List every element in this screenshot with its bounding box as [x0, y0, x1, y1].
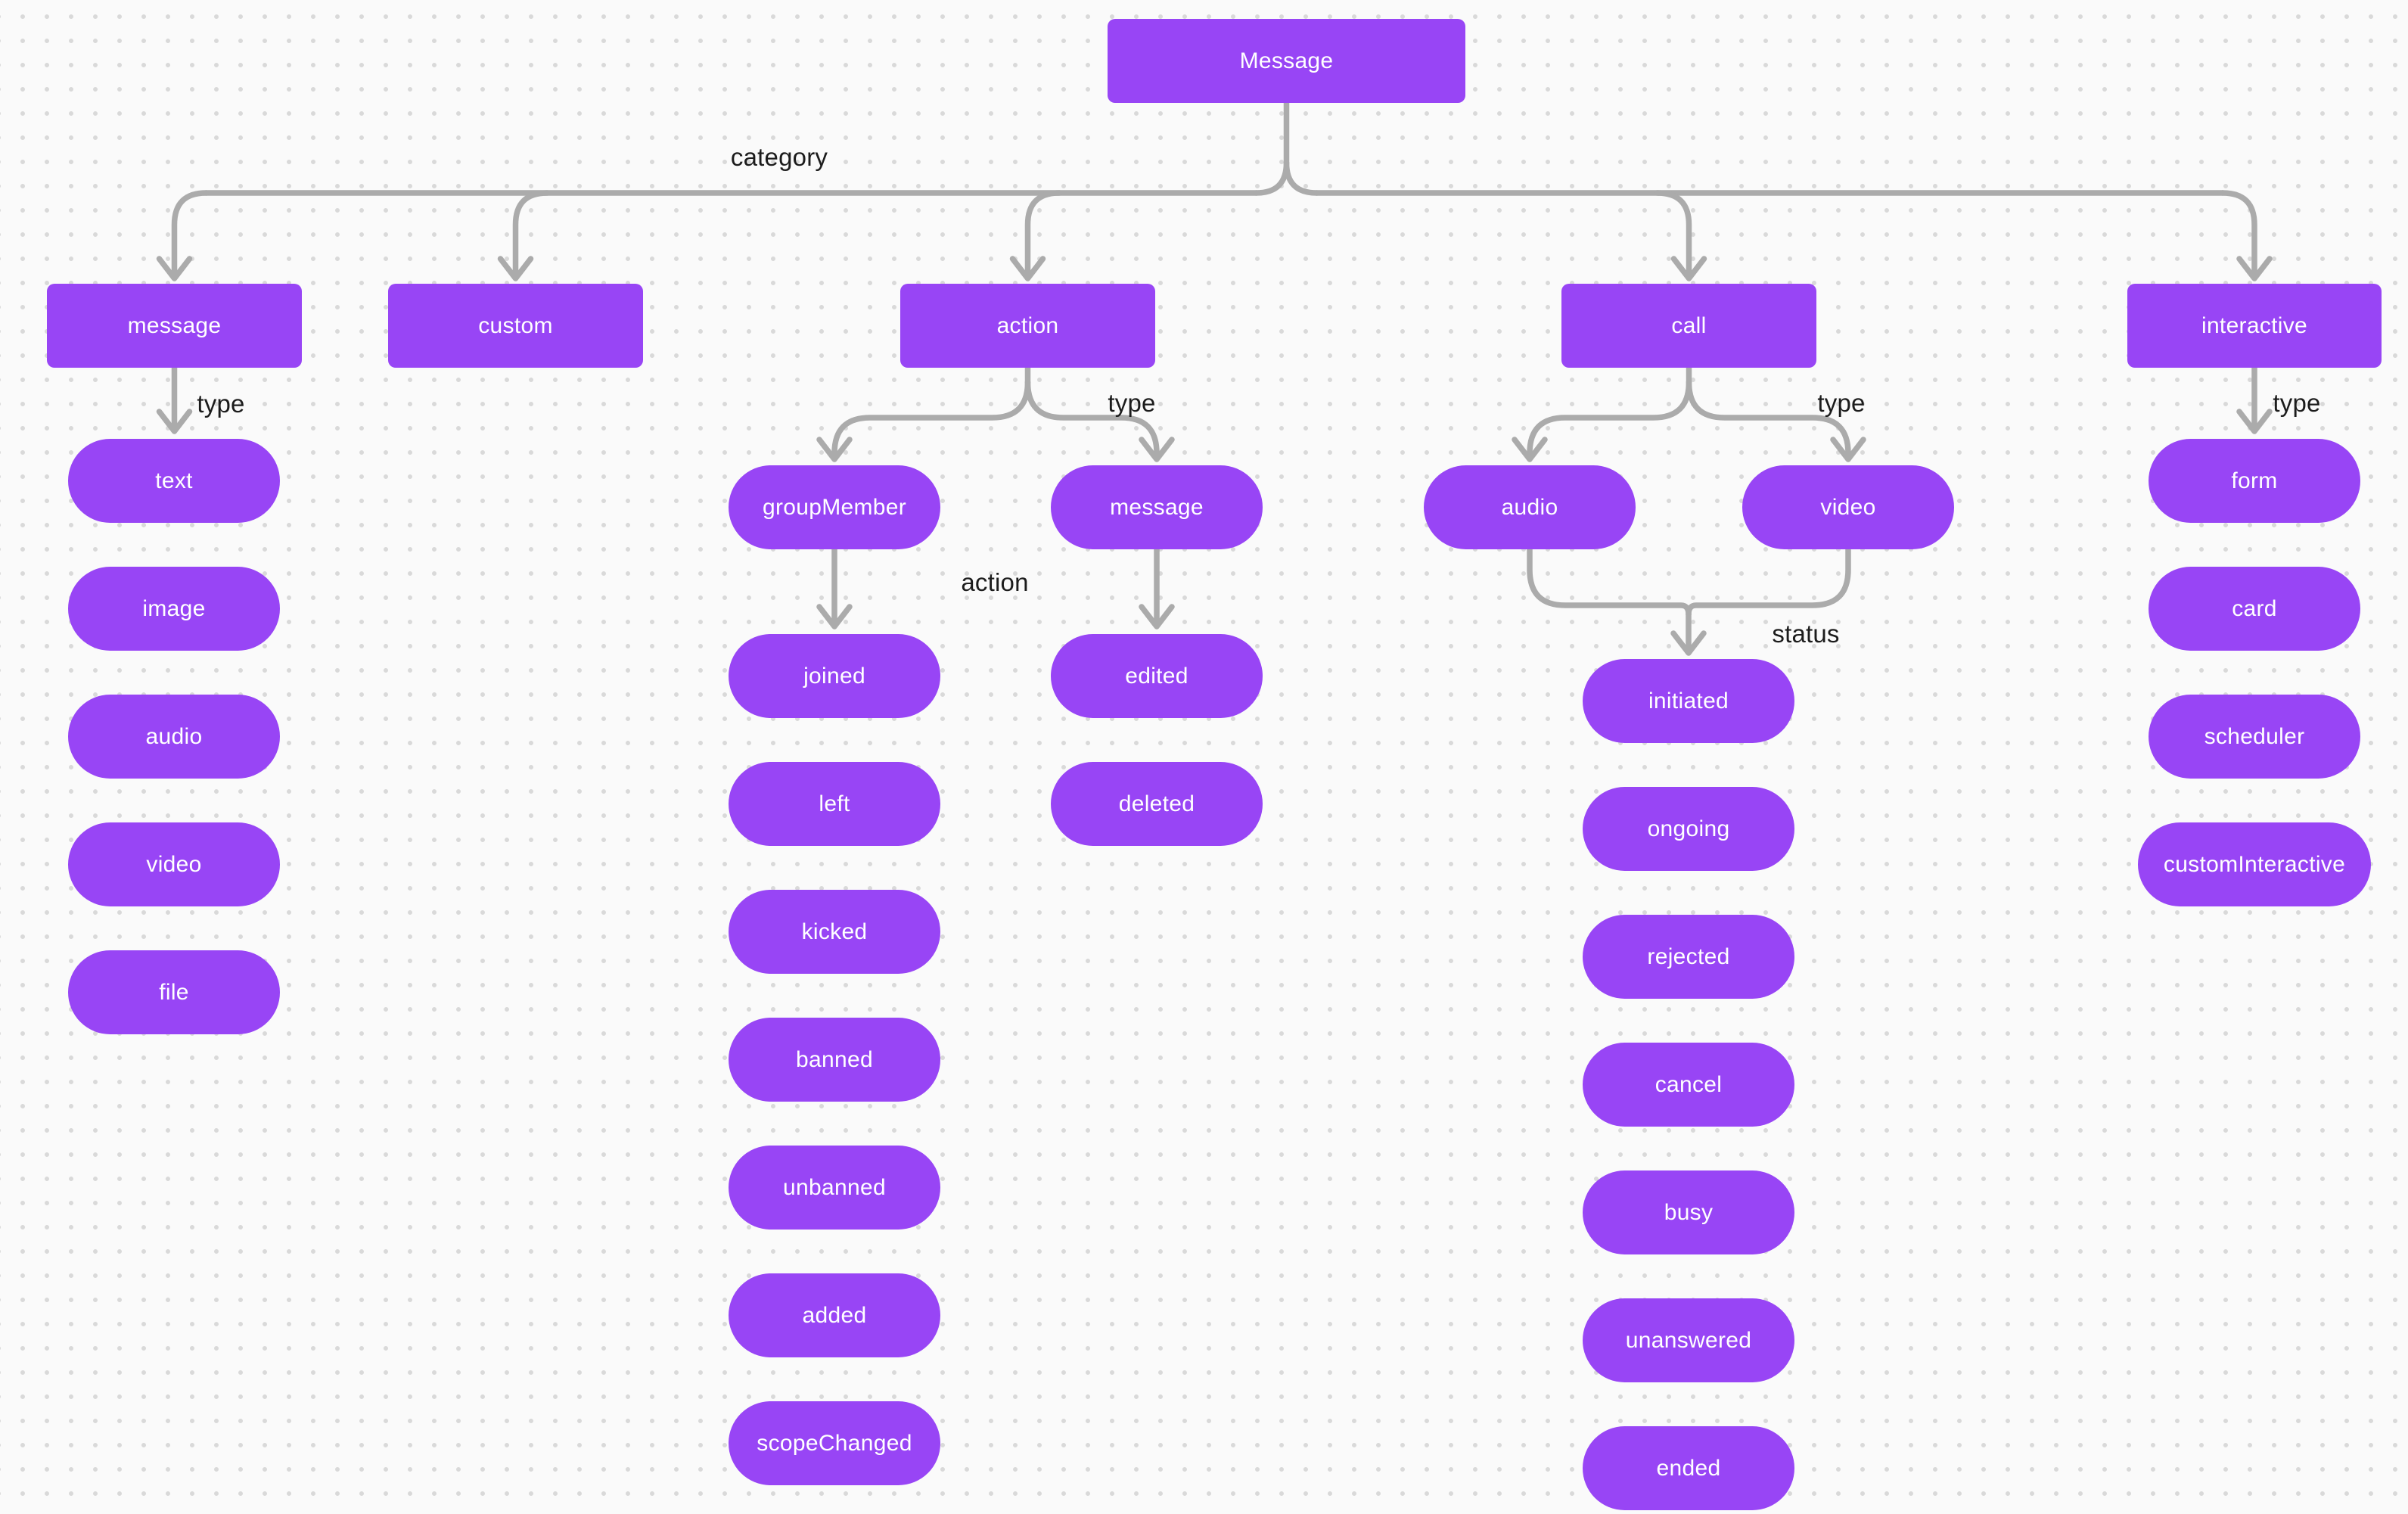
node-act-message[interactable]: message [1051, 465, 1263, 549]
node-int-scheduler[interactable]: scheduler [2149, 695, 2360, 779]
node-gm-scopeChanged[interactable]: scopeChanged [729, 1401, 940, 1485]
node-msg-video[interactable]: video [68, 822, 280, 906]
node-gm-left[interactable]: left [729, 762, 940, 846]
node-message-root[interactable]: Message [1108, 19, 1465, 103]
edge-label-type-action[interactable]: type [1108, 389, 1156, 417]
edge-label-type-message[interactable]: type [197, 390, 245, 418]
node-st-ended[interactable]: ended [1583, 1426, 1794, 1510]
node-gm-kicked[interactable]: kicked [729, 890, 940, 974]
node-gm-joined[interactable]: joined [729, 634, 940, 718]
edge-label-type-interactive[interactable]: type [2273, 389, 2321, 417]
edge-label-action[interactable]: action [961, 568, 1029, 596]
node-call-audio[interactable]: audio [1424, 465, 1636, 549]
node-st-busy[interactable]: busy [1583, 1170, 1794, 1254]
edge-label-type-call[interactable]: type [1817, 389, 1866, 417]
node-cat-custom[interactable]: custom [388, 284, 643, 368]
node-gm-banned[interactable]: banned [729, 1018, 940, 1102]
node-act-groupMember[interactable]: groupMember [729, 465, 940, 549]
node-st-initiated[interactable]: initiated [1583, 659, 1794, 743]
node-msg-text[interactable]: text [68, 439, 280, 523]
node-st-rejected[interactable]: rejected [1583, 915, 1794, 999]
node-cat-action[interactable]: action [900, 284, 1155, 368]
node-cat-message[interactable]: message [47, 284, 302, 368]
node-msg-image[interactable]: image [68, 567, 280, 651]
node-st-cancel[interactable]: cancel [1583, 1043, 1794, 1127]
node-actmsg-deleted[interactable]: deleted [1051, 762, 1263, 846]
edge-label-status[interactable]: status [1772, 620, 1840, 648]
node-int-form[interactable]: form [2149, 439, 2360, 523]
node-gm-unbanned[interactable]: unbanned [729, 1146, 940, 1230]
node-gm-added[interactable]: added [729, 1273, 940, 1357]
node-actmsg-edited[interactable]: edited [1051, 634, 1263, 718]
node-st-ongoing[interactable]: ongoing [1583, 787, 1794, 871]
node-call-video[interactable]: video [1742, 465, 1954, 549]
node-int-customInteractive[interactable]: customInteractive [2138, 822, 2371, 906]
node-msg-audio[interactable]: audio [68, 695, 280, 779]
node-cat-call[interactable]: call [1561, 284, 1816, 368]
node-msg-file[interactable]: file [68, 950, 280, 1034]
node-st-unanswered[interactable]: unanswered [1583, 1298, 1794, 1382]
edge-label-category[interactable]: category [730, 143, 828, 171]
node-int-card[interactable]: card [2149, 567, 2360, 651]
node-cat-interactive[interactable]: interactive [2127, 284, 2382, 368]
